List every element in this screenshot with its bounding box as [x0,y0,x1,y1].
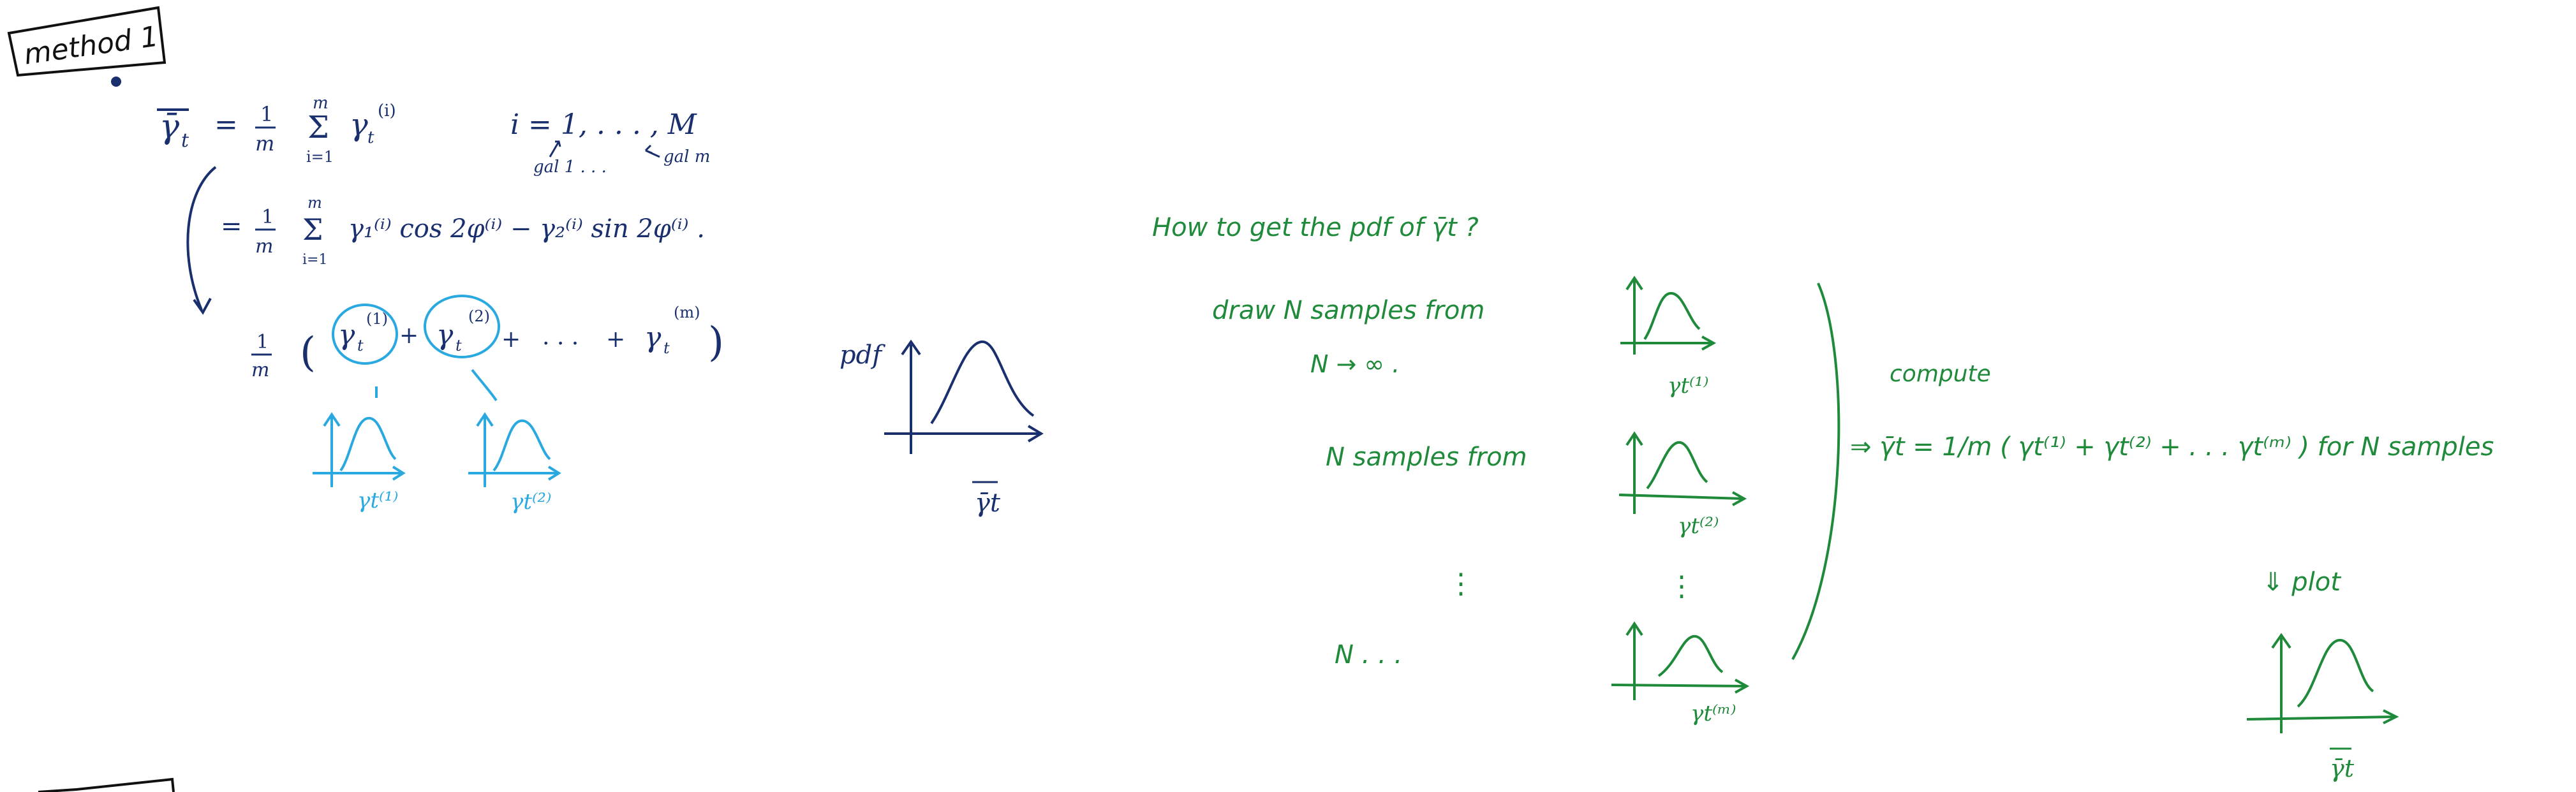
eq3-plus3: + [606,326,625,353]
index-range: i = 1, . . . , M [510,108,697,141]
eq3-coef-den: m [251,359,269,381]
green-plot-2-label: γt⁽²⁾ [1678,513,1719,539]
eq2-coef-den: m [255,235,273,258]
circle-term1 [332,304,398,365]
green-plot-1-label: γt⁽¹⁾ [1668,373,1708,399]
sampling-section: How to get the pdf of γ̄t ? draw N sampl… [1152,213,2494,782]
method-tag: method 1 [7,6,167,77]
result-formula: ⇒ γ̄t = 1/m ( γt⁽¹⁾ + γt⁽²⁾ + . . . γt⁽ᵐ… [1850,432,2494,462]
green-plot-2: γt⁽²⁾ [1618,431,1747,539]
eq1-term-sup: (i) [378,101,396,121]
eq3-close-paren: ) [708,319,724,366]
eq2-expression: γ₁⁽ⁱ⁾ cos 2φ⁽ⁱ⁾ − γ₂⁽ⁱ⁾ sin 2φ⁽ⁱ⁾ . [348,214,705,244]
eq3-coef-num: 1 [256,331,269,353]
eq1-coef-den: m [255,131,274,156]
cyan-annotations: γt⁽¹⁾ γt⁽²⁾ [313,295,561,515]
eq2-equals: = [221,212,242,241]
green-plot-dots: ⋮ [1668,570,1696,603]
row1-text: draw N samples from [1212,296,1484,325]
eq1-sum-bottom: i=1 [306,148,334,166]
eq2-sum: Σ [302,212,323,247]
small-plot-2: γt⁽²⁾ [468,412,561,515]
pdf-label: pdf [840,341,885,370]
eq1-coef-num: 1 [260,102,273,126]
green-plot-m: γt⁽ᵐ⁾ [1611,621,1750,726]
circle-term2 [424,295,500,358]
small-plot-1: γt⁽¹⁾ [313,412,406,513]
eq3-plus2: + [501,326,521,353]
row3-text: N . . . [1335,640,1402,670]
second-tag-box-partial [38,777,175,792]
row1-subtext: N → ∞ . [1310,350,1400,378]
green-plot-1: γt⁽¹⁾ [1620,275,1717,399]
lhs-symbol: γ̄ [159,108,180,146]
row2-text: N samples from [1326,443,1527,472]
eq3-dots: . . . [542,324,579,350]
eq2-sum-top: m [307,194,322,212]
eq3-term-m-sup: (m) [674,304,700,321]
eq1-sum: Σ [307,110,329,145]
compute-label: compute [1890,361,1991,387]
eq3-term2: γ [436,319,454,351]
index-note-right: gal m [663,147,710,166]
eq3-plus1: + [399,323,418,349]
eq3-term-m-sub: t [663,339,670,357]
eq3-term2-sup: (2) [468,307,490,325]
index-note-left: gal 1 . . . [533,158,607,177]
eq2-sum-bottom: i=1 [302,252,327,268]
small-plot-2-label: γt⁽²⁾ [510,489,551,515]
row-dots: ⋮ [1447,568,1475,600]
eq1-equals: = [214,108,238,141]
equation-block: γ̄ t = 1 m m Σ i=1 γ t (i) i = 1, . . . … [157,94,724,381]
pdf-plot: pdf γ̄t [840,339,1044,518]
final-plot-label: γ̄t [2330,754,2355,782]
eq3-term1-sup: (1) [366,310,388,328]
final-plot: γ̄t [2246,633,2399,782]
eq3-term-m: γ [644,321,662,354]
big-right-paren [1791,282,1840,660]
question-text: How to get the pdf of γ̄t ? [1152,213,1479,242]
eq1-term-sub: t [367,128,374,147]
pdf-x-label: γ̄t [975,488,1001,518]
derivation-bracket [186,166,217,311]
eq1-sum-top: m [313,94,329,113]
derivation-arrow [193,298,212,315]
small-plot-1-label: γt⁽¹⁾ [357,488,398,513]
eq3-term2-sub: t [455,337,462,355]
eq2-coef-num: 1 [262,206,274,228]
green-plot-m-label: γt⁽ᵐ⁾ [1691,701,1736,726]
lhs-sub: t [181,129,189,152]
eq3-term1: γ [338,319,355,351]
plot-arrow-text: ⇓ plot [2262,568,2341,597]
bullet-dot [111,77,121,87]
eq3-term1-sub: t [357,337,364,355]
eq1-term: γ [350,107,368,143]
tag-box [7,6,167,77]
eq3-open-paren: ( [300,329,316,376]
